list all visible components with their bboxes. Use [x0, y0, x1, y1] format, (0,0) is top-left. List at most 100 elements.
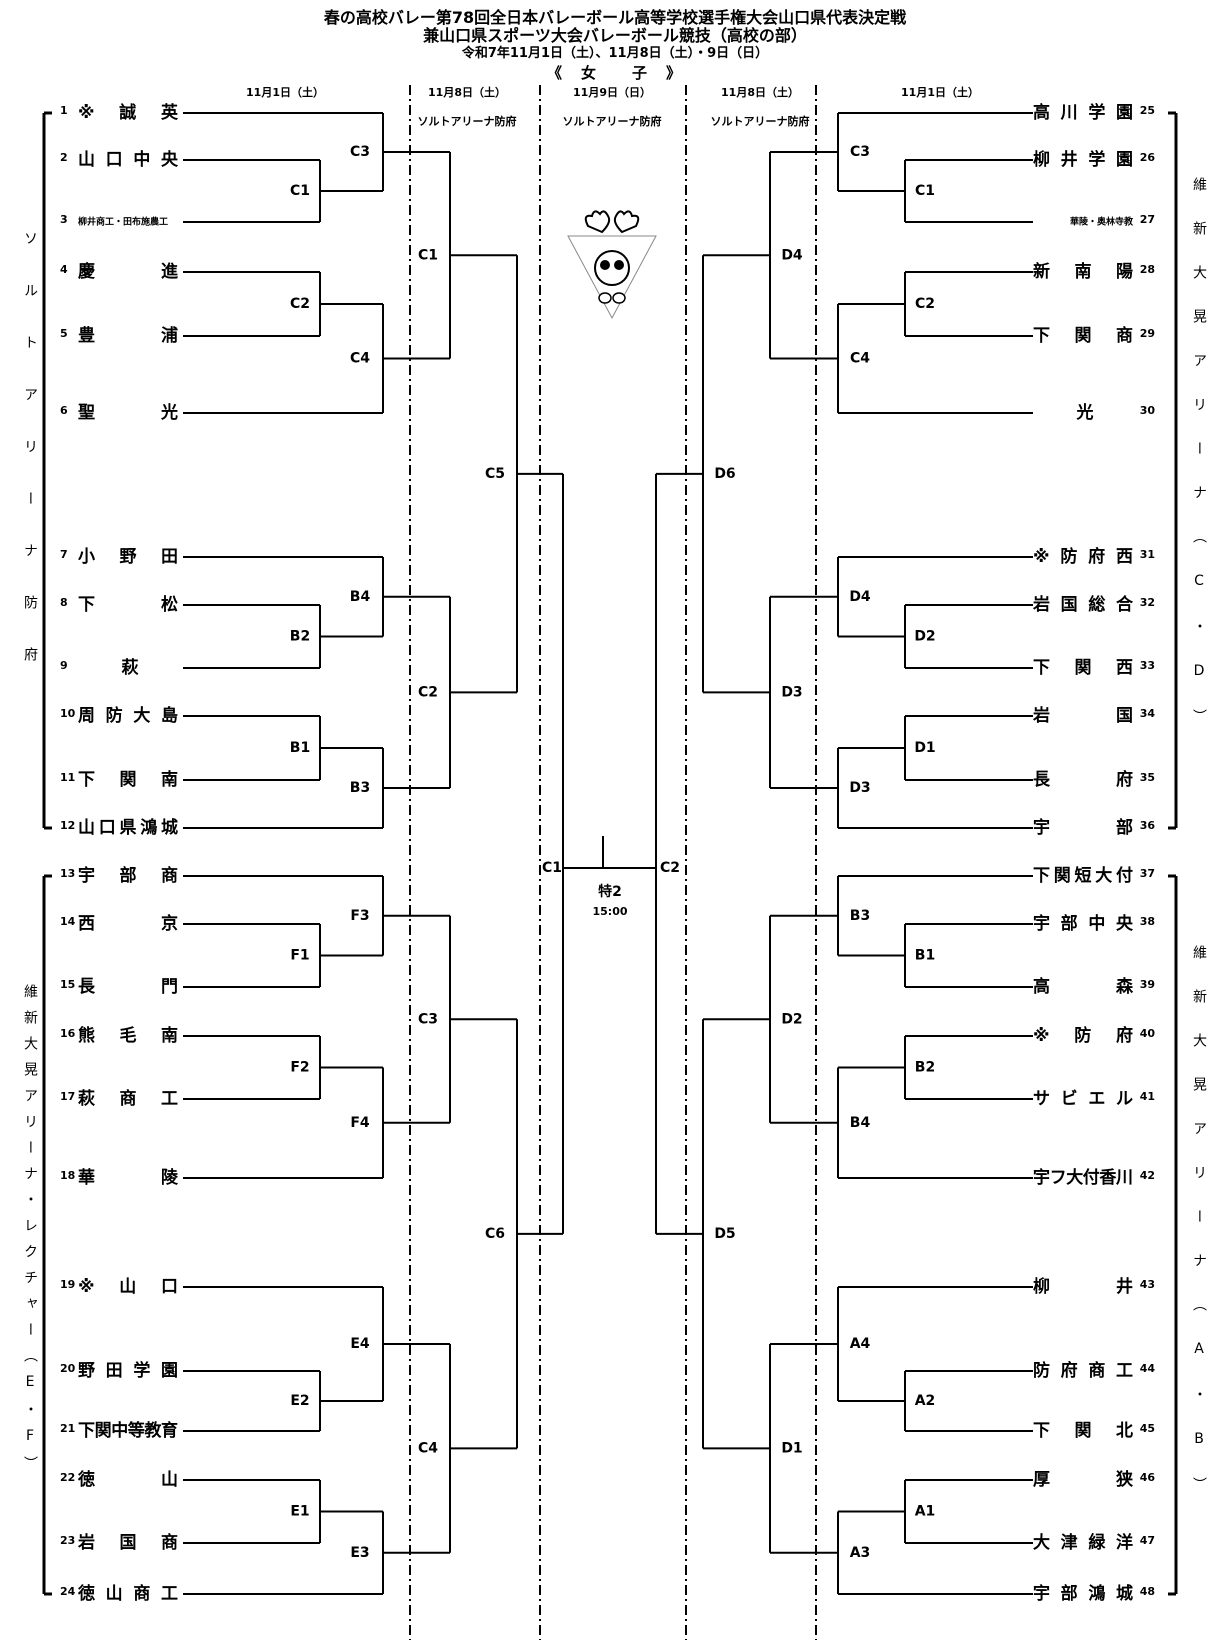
team-number: 19	[60, 1278, 75, 1291]
team-number: 10	[60, 707, 76, 720]
team-number: 17	[60, 1090, 75, 1103]
team-name: 徳 山	[77, 1469, 178, 1490]
team-name: 柳井商工・田布施農工	[78, 216, 168, 228]
match-label: C3	[850, 144, 870, 160]
team-number: 38	[1140, 915, 1155, 928]
match-label: F4	[350, 1115, 370, 1131]
match-label: A2	[915, 1393, 936, 1409]
team-name: 下関中等教育	[78, 1420, 178, 1441]
column-date-3: 11月8日（土）	[721, 85, 799, 99]
team-name: ※ 誠 英	[78, 102, 179, 123]
match-label: E1	[290, 1504, 309, 1520]
match-label: A3	[850, 1545, 871, 1561]
match-label: B2	[290, 629, 310, 645]
match-label: D4	[849, 589, 871, 605]
team-name: 高 川 学 園	[1033, 102, 1133, 123]
match-label: B4	[350, 589, 371, 605]
team-number: 28	[1140, 263, 1155, 276]
match-label: C3	[350, 144, 370, 160]
match-label: B3	[850, 908, 870, 924]
team-number: 4	[60, 263, 68, 276]
team-number: 37	[1140, 867, 1155, 880]
column-date-4: 11月1日（土）	[901, 85, 979, 99]
match-label: C4	[418, 1440, 438, 1456]
team-name: 聖 光	[78, 402, 178, 423]
team-number: 25	[1140, 104, 1155, 117]
team-name: 下 関 北	[1033, 1421, 1133, 1441]
team-number: 35	[1140, 771, 1155, 784]
match-label: D4	[781, 247, 803, 263]
team-number: 23	[60, 1534, 75, 1547]
team-number: 13	[60, 867, 75, 880]
team-number: 34	[1140, 707, 1156, 720]
team-number: 27	[1140, 213, 1155, 226]
venue-label-left-top: ソルトアリーナ防府	[22, 231, 38, 699]
team-name: 下 関 南	[78, 769, 178, 790]
team-number: 21	[60, 1422, 75, 1435]
team-number: 39	[1140, 978, 1155, 991]
title-line-1: 春の高校バレー第78回全日本バレーボール高等学校選手権大会山口県代表決定戦	[323, 8, 907, 27]
team-number: 2	[60, 151, 68, 164]
team-name: 小 野 田	[78, 547, 178, 567]
match-label: B1	[290, 740, 310, 756]
match-label: C2	[290, 296, 310, 312]
team-name: 宇 部 中 央	[1033, 913, 1134, 934]
team-name: 宇 部 鴻 城	[1033, 1583, 1133, 1604]
team-number: 40	[1140, 1027, 1156, 1040]
match-label: D3	[781, 684, 802, 700]
team-name: 岩 国 総 合	[1032, 594, 1134, 615]
team-number: 48	[1140, 1585, 1155, 1598]
match-label: C4	[350, 351, 370, 367]
team-number: 14	[60, 915, 76, 928]
venue-label-right-top: 維新大晃アリーナ（C・D）	[1191, 177, 1207, 753]
venue-label-left-bottom: 維新大晃アリーナ・レクチャー（E・F）	[22, 984, 38, 1482]
team-name: 宇 部 商	[78, 865, 178, 886]
match-label: E3	[350, 1545, 369, 1561]
team-number: 20	[60, 1362, 76, 1375]
team-name: 萩	[122, 657, 139, 678]
team-number: 42	[1140, 1169, 1155, 1182]
match-label: F1	[290, 948, 309, 964]
team-number: 30	[1140, 404, 1156, 417]
team-name: 周 防 大 島	[78, 705, 178, 726]
team-name: 光	[1076, 402, 1094, 423]
match-label: E4	[350, 1336, 370, 1352]
team-number: 3	[60, 213, 68, 226]
final-time: 15:00	[592, 905, 627, 918]
team-number: 18	[60, 1169, 75, 1182]
mascot-logo	[567, 210, 657, 320]
match-label: C2	[915, 296, 935, 312]
team-name: 西 京	[78, 913, 178, 934]
team-number: 47	[1140, 1534, 1155, 1547]
team-name: 高 森	[1033, 976, 1134, 997]
match-label: B1	[915, 948, 935, 964]
column-venue-2: ソルトアリーナ防府	[563, 114, 662, 128]
team-name: 野 田 学 園	[78, 1360, 178, 1381]
team-name: ※ 防 府	[1033, 1025, 1133, 1046]
team-name: 柳 井 学 園	[1033, 149, 1133, 170]
team-number: 44	[1140, 1362, 1156, 1375]
match-label: A1	[915, 1504, 936, 1520]
team-number: 12	[60, 819, 75, 832]
match-label: C1	[915, 183, 935, 199]
match-label: C1	[418, 247, 438, 263]
team-number: 22	[60, 1471, 75, 1484]
team-number: 41	[1140, 1090, 1155, 1103]
team-name: 長 府	[1033, 769, 1133, 790]
match-label: B2	[915, 1060, 935, 1076]
team-name: 華 陵	[78, 1167, 179, 1188]
team-name: 熊 毛 南	[78, 1025, 178, 1046]
match-label: D1	[914, 740, 935, 756]
team-name: 下 関 商	[1033, 325, 1133, 346]
team-name: ※ 山 口	[78, 1277, 178, 1297]
team-number: 9	[60, 659, 68, 672]
team-name: 豊 浦	[78, 325, 178, 346]
team-name: 岩 国	[1032, 705, 1133, 726]
team-number: 45	[1140, 1422, 1155, 1435]
team-number: 31	[1140, 548, 1155, 561]
team-name: 柳 井	[1033, 1276, 1133, 1297]
match-label: D6	[714, 466, 735, 482]
team-number: 1	[60, 104, 68, 117]
team-number: 43	[1140, 1278, 1155, 1291]
